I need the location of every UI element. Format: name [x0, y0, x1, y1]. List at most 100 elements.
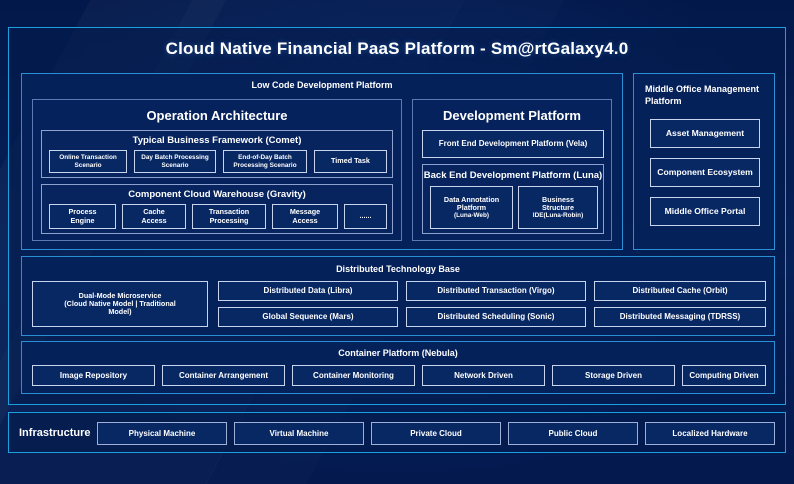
component-cloud-warehouse-header: Component Cloud Warehouse (Gravity): [128, 189, 306, 200]
low-code-development-platform-panel: Low Code Development Platform Operation …: [21, 73, 623, 250]
infrastructure-item-label: Private Cloud: [410, 428, 462, 438]
container-platform-item[interactable]: Image Repository: [32, 365, 155, 386]
scenario-chip-line1: Online Transaction: [59, 154, 117, 162]
component-chip[interactable]: Cache Access: [122, 204, 186, 229]
infrastructure-item[interactable]: Localized Hardware: [645, 422, 775, 445]
infrastructure-item[interactable]: Physical Machine: [97, 422, 227, 445]
front-end-label: Front End Development Platform (Vela): [438, 139, 588, 149]
component-chip[interactable]: Process Engine: [49, 204, 116, 229]
container-platform-item[interactable]: Storage Driven: [552, 365, 675, 386]
component-chip-line1: ......: [359, 211, 372, 221]
infrastructure-item-label: Virtual Machine: [269, 428, 329, 438]
middle-office-item-label: Component Ecosystem: [657, 166, 753, 177]
middle-office-item-label: Middle Office Portal: [664, 205, 746, 216]
dual-mode-microservice-chip[interactable]: Dual-Mode Microservice (Cloud Native Mod…: [32, 281, 208, 327]
back-end-chip-line3: (Luna-Web): [453, 212, 489, 220]
middle-office-management-panel: Middle Office Management Platform Asset …: [633, 73, 775, 250]
infrastructure-item[interactable]: Private Cloud: [371, 422, 501, 445]
component-cloud-warehouse-group: Component Cloud Warehouse (Gravity) Proc…: [41, 184, 393, 234]
infrastructure-item-label: Public Cloud: [548, 428, 598, 438]
component-chip-line2: Engine: [70, 215, 95, 225]
development-platform-group: Development Platform Front End Developme…: [412, 99, 612, 241]
back-end-development-platform-group: Back End Development Platform (Luna) Dat…: [422, 164, 604, 234]
middle-office-item[interactable]: Asset Management: [650, 119, 760, 148]
infrastructure-item-label: Physical Machine: [128, 428, 196, 438]
low-code-platform-header: Low Code Development Platform: [251, 80, 393, 90]
scenario-chip[interactable]: Timed Task: [314, 150, 387, 173]
component-chip-line2: Access: [292, 215, 318, 225]
back-end-chip-line3: IDE(Luna-Robin): [532, 212, 584, 220]
dtb-grid-item-label: Distributed Messaging (TDRSS): [619, 312, 741, 322]
front-end-development-platform-chip[interactable]: Front End Development Platform (Vela): [422, 130, 604, 158]
container-platform-header: Container Platform (Nebula): [338, 348, 458, 358]
component-chip-line1: Transaction: [208, 207, 250, 217]
component-chip-more[interactable]: ......: [344, 204, 387, 229]
dtb-grid-item-label: Distributed Scheduling (Sonic): [437, 312, 555, 322]
component-chip[interactable]: Message Access: [272, 204, 338, 229]
middle-office-title: Middle Office Management Platform: [645, 84, 760, 107]
operation-architecture-group: Operation Architecture Typical Business …: [32, 99, 402, 241]
page-title: Cloud Native Financial PaaS Platform - S…: [165, 39, 629, 58]
dtb-grid-item[interactable]: Global Sequence (Mars): [218, 307, 398, 327]
scenario-chip-line1: Timed Task: [331, 156, 370, 166]
dtb-grid-item-label: Global Sequence (Mars): [262, 312, 354, 322]
scenario-chip-line1: Day Batch Processing: [141, 154, 209, 162]
infrastructure-item-label: Localized Hardware: [672, 428, 748, 438]
component-chip-line2: Access: [141, 215, 167, 225]
typical-business-framework-group: Typical Business Framework (Comet) Onlin…: [41, 130, 393, 178]
distributed-technology-base-panel: Distributed Technology Base Dual-Mode Mi…: [21, 256, 775, 336]
distributed-technology-base-header: Distributed Technology Base: [336, 264, 460, 274]
back-end-chip-line1: Data Annotation: [443, 194, 500, 204]
back-end-chip[interactable]: Business Structure IDE(Luna-Robin): [518, 186, 598, 229]
typical-business-framework-header: Typical Business Framework (Comet): [132, 135, 302, 146]
dtb-grid-item[interactable]: Distributed Data (Libra): [218, 281, 398, 301]
infrastructure-item[interactable]: Public Cloud: [508, 422, 638, 445]
dtb-grid-item[interactable]: Distributed Cache (Orbit): [594, 281, 766, 301]
container-platform-item-label: Container Monitoring: [313, 370, 394, 380]
scenario-chip[interactable]: End-of-Day Batch Processing Scenario: [223, 150, 307, 173]
middle-office-item-label: Asset Management: [665, 127, 745, 138]
scenario-chip[interactable]: Online Transaction Scenario: [49, 150, 127, 173]
container-platform-item[interactable]: Container Arrangement: [162, 365, 285, 386]
component-chip-line1: Message: [289, 207, 321, 217]
container-platform-item-label: Container Arrangement: [178, 370, 269, 380]
container-platform-item-label: Storage Driven: [585, 370, 642, 380]
dual-mode-line1: Dual-Mode Microservice: [78, 290, 162, 300]
component-chip-line1: Process: [68, 207, 97, 217]
development-platform-title: Development Platform: [443, 108, 581, 123]
infrastructure-item[interactable]: Virtual Machine: [234, 422, 364, 445]
component-chip-line2: Processing: [209, 215, 249, 225]
scenario-chip-line1: End-of-Day Batch: [238, 154, 292, 162]
container-platform-item[interactable]: Container Monitoring: [292, 365, 415, 386]
component-chip-line1: Cache: [143, 207, 165, 217]
platform-outer-frame: Cloud Native Financial PaaS Platform - S…: [8, 27, 786, 405]
scenario-chip-line2: Scenario: [74, 161, 102, 169]
middle-office-item[interactable]: Component Ecosystem: [650, 158, 760, 187]
container-platform-item-label: Image Repository: [59, 370, 128, 380]
dual-mode-line2: (Cloud Native Model | Traditional: [64, 298, 176, 308]
container-platform-item[interactable]: Network Driven: [422, 365, 545, 386]
dtb-grid-item-label: Distributed Transaction (Virgo): [437, 286, 555, 296]
dtb-grid-item[interactable]: Distributed Transaction (Virgo): [406, 281, 586, 301]
scenario-chip[interactable]: Day Batch Processing Scenario: [134, 150, 216, 173]
back-end-chip-line2: Structure: [542, 202, 574, 212]
container-platform-panel: Container Platform (Nebula) Image Reposi…: [21, 341, 775, 394]
scenario-chip-line2: Processing Scenario: [233, 161, 297, 169]
back-end-development-platform-header: Back End Development Platform (Luna): [423, 170, 603, 181]
dual-mode-line3: Model): [108, 307, 132, 317]
dtb-grid-item-label: Distributed Data (Libra): [263, 286, 353, 296]
dtb-grid-item[interactable]: Distributed Scheduling (Sonic): [406, 307, 586, 327]
operation-architecture-title: Operation Architecture: [146, 108, 288, 123]
middle-office-item[interactable]: Middle Office Portal: [650, 197, 760, 226]
back-end-chip-line2: Platform: [456, 202, 487, 212]
back-end-chip-line1: Business: [542, 194, 574, 204]
dtb-grid-item-label: Distributed Cache (Orbit): [632, 286, 728, 296]
container-platform-item-label: Computing Driven: [689, 370, 759, 380]
back-end-chip[interactable]: Data Annotation Platform (Luna-Web): [430, 186, 513, 229]
infrastructure-frame: Infrastructure Physical Machine Virtual …: [8, 412, 786, 453]
container-platform-item-label: Network Driven: [454, 370, 513, 380]
container-platform-item[interactable]: Computing Driven: [682, 365, 766, 386]
dtb-grid-item[interactable]: Distributed Messaging (TDRSS): [594, 307, 766, 327]
infrastructure-label: Infrastructure: [19, 427, 91, 439]
component-chip[interactable]: Transaction Processing: [192, 204, 266, 229]
